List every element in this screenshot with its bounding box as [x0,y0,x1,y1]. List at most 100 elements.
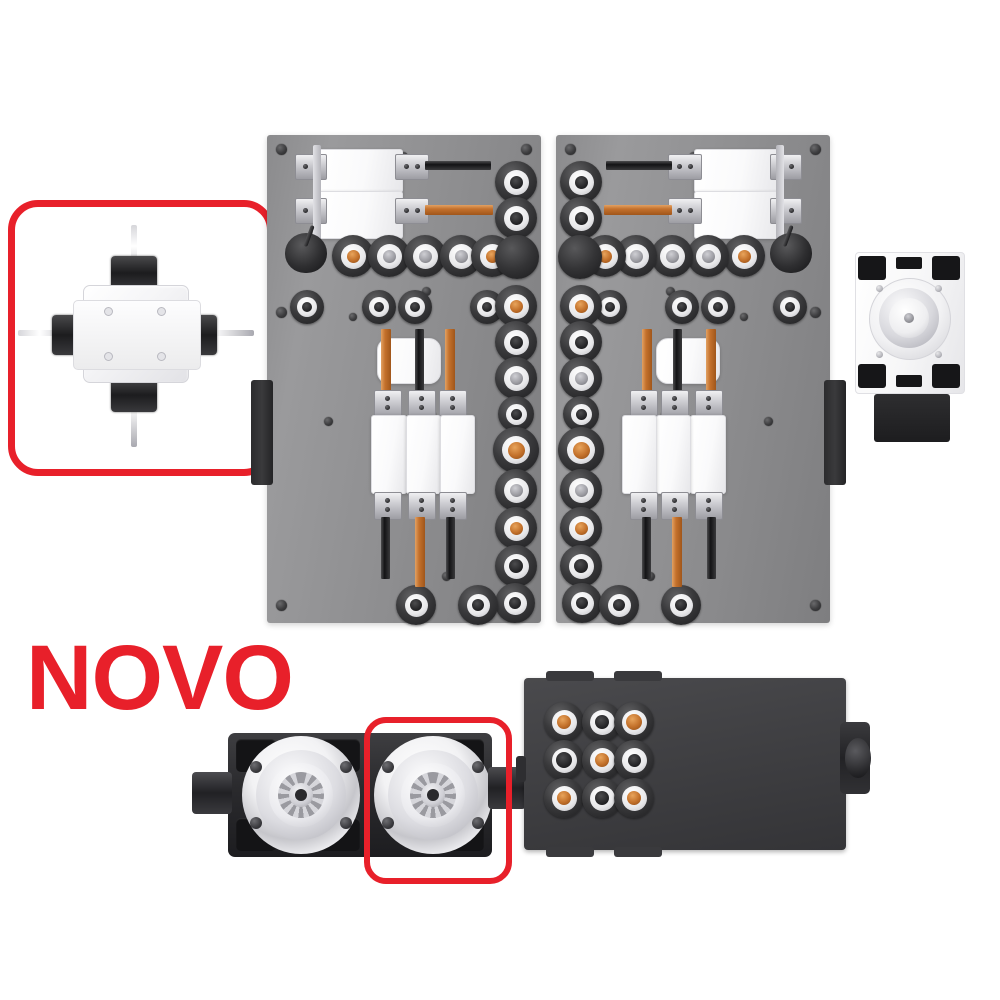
port[interactable] [495,583,535,623]
top-module-lower[interactable] [317,191,403,239]
port[interactable] [398,290,432,324]
port[interactable] [493,427,539,473]
tool-port-junction-box[interactable] [516,671,871,857]
port[interactable] [560,507,602,549]
junction-port-r1c3[interactable] [614,702,654,742]
port[interactable] [560,469,602,511]
port[interactable] [661,585,701,625]
port[interactable] [701,290,735,324]
drill-bit-orange-lower-2 [415,517,425,587]
top-module-upper[interactable] [317,149,403,193]
lower-module-2[interactable] [656,415,691,494]
panel-screw [666,287,675,296]
port[interactable] [665,290,699,324]
port[interactable] [495,285,537,327]
port[interactable] [562,583,602,623]
clamp-knob[interactable] [770,224,812,273]
port[interactable] [687,235,729,277]
actuator-corner-mount-tr [932,256,960,280]
port[interactable] [404,235,446,277]
lower-module-1[interactable] [371,415,407,494]
drill-bit-black-top [425,161,491,170]
spindle-motor-actuator[interactable] [855,252,965,442]
panel-screw [521,144,532,155]
cross-rod-bottom [131,385,137,447]
panel-screw [324,417,333,426]
top-clamp-right-lower [395,198,429,224]
top-module-rail [776,145,784,241]
port[interactable] [495,507,537,549]
actuator-tab-bottom [896,375,922,387]
port[interactable] [560,357,602,399]
panel-screw [276,600,287,611]
junction-port-r3c3[interactable] [614,778,654,818]
port[interactable] [558,427,604,473]
port[interactable] [560,161,602,203]
port[interactable] [599,585,639,625]
port[interactable] [495,357,537,399]
top-module-lower[interactable] [694,191,780,239]
clamp-knob[interactable] [285,224,327,273]
panel-screw [810,144,821,155]
port[interactable] [368,235,410,277]
actuator-corner-mount-bl [858,364,886,388]
port[interactable] [560,321,602,363]
lower-module-3[interactable] [440,415,475,494]
port[interactable] [498,396,534,432]
junction-port-r2c1[interactable] [544,740,584,780]
lower-module-3[interactable] [622,415,657,494]
port[interactable] [651,235,693,277]
drilling-panel-left[interactable] [251,135,541,625]
port[interactable] [563,396,599,432]
lower-clamp-top-2 [661,390,689,418]
novo-wordmark: NOVO [26,627,294,729]
panel-screw [565,144,576,155]
port[interactable] [396,585,436,625]
junction-port-r1c1[interactable] [544,702,584,742]
drill-bit-black-upper-2 [673,329,682,393]
port[interactable] [495,197,537,239]
top-clamp-right-upper [395,154,429,180]
panel-screw [349,313,357,321]
lower-clamp-bottom-1 [695,492,723,520]
port[interactable] [495,545,537,587]
port[interactable] [495,161,537,203]
port[interactable] [495,469,537,511]
actuator-base-block [874,394,950,442]
port[interactable] [560,545,602,587]
right-spindle-highlight-callout [364,717,512,884]
junction-box-left-nub [516,756,526,782]
lower-clamp-top-2 [408,390,436,418]
cross-module-body [73,285,201,383]
port[interactable] [495,321,537,363]
lower-module-1[interactable] [690,415,726,494]
port-blank[interactable] [495,235,539,279]
lower-module-2[interactable] [406,415,441,494]
actuator-corner-mount-br [932,364,960,388]
port[interactable] [362,290,396,324]
port-blank[interactable] [558,235,602,279]
lower-clamp-top-1 [374,390,402,418]
drilling-panel-right[interactable] [556,135,846,625]
junction-port-r3c1[interactable] [544,778,584,818]
top-module-upper[interactable] [694,149,780,193]
junction-port-r2c3[interactable] [614,740,654,780]
top-clamp-left-lower [295,198,327,224]
port[interactable] [773,290,807,324]
port[interactable] [332,235,374,277]
cross-clamp-bottom [111,378,157,412]
port[interactable] [723,235,765,277]
lower-clamp-top-3 [439,390,467,418]
lower-clamp-bottom-1 [374,492,402,520]
lower-clamp-top-3 [630,390,658,418]
port[interactable] [560,285,602,327]
port[interactable] [290,290,324,324]
drill-bit-black-upper-2 [415,329,424,393]
port[interactable] [560,197,602,239]
panel-screw [276,144,287,155]
actuator-screw [876,285,883,292]
port[interactable] [458,585,498,625]
lower-clamp-bottom-2 [408,492,436,520]
actuator-screw [935,285,942,292]
